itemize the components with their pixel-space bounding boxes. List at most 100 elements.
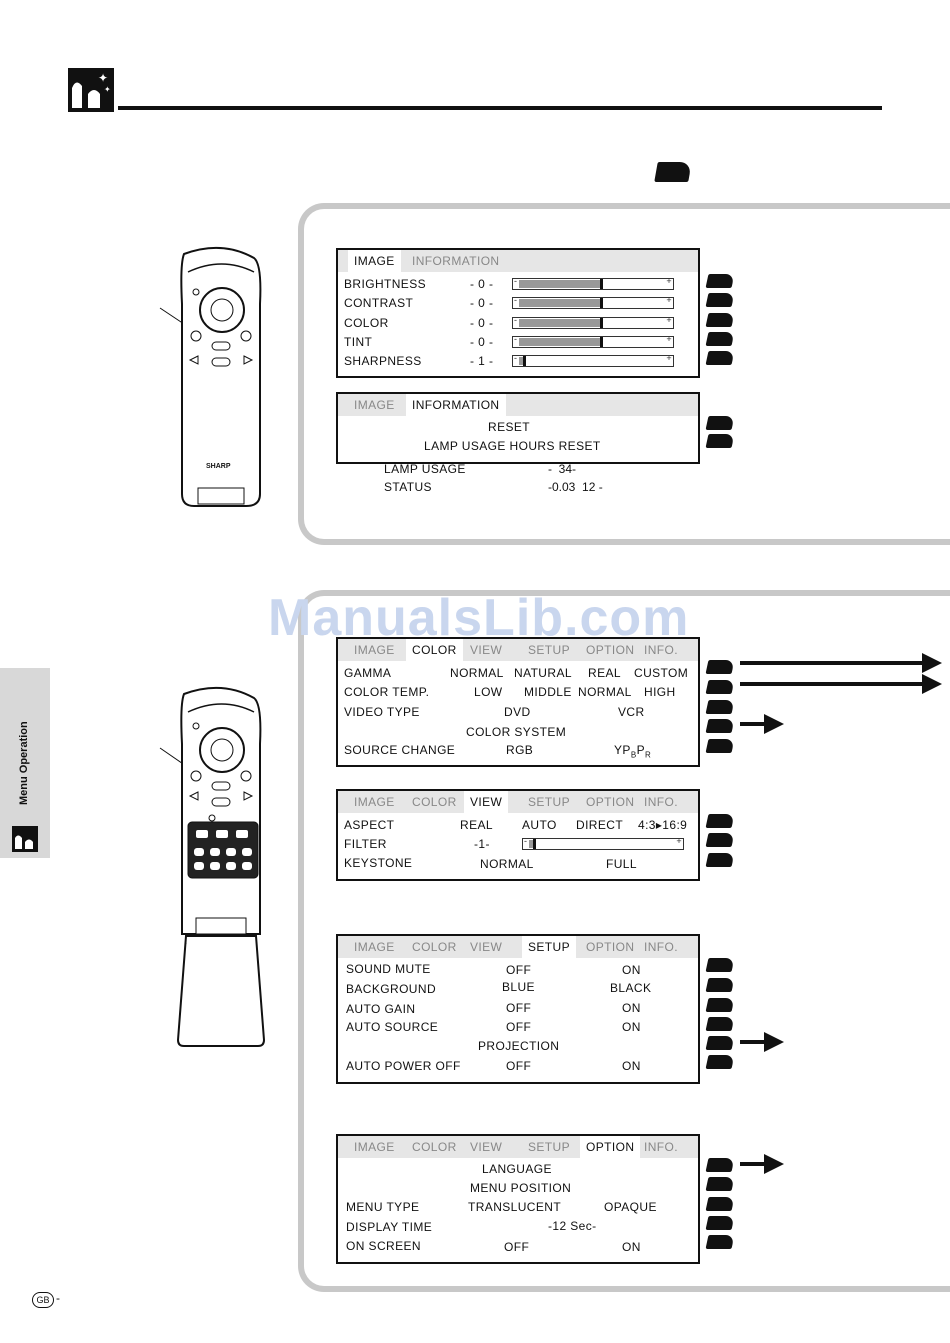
filter-label: FILTER [344, 837, 387, 851]
language-item[interactable]: LANGUAGE [482, 1162, 552, 1176]
step-key-icon [705, 274, 735, 288]
tab-view[interactable]: VIEW [470, 643, 503, 657]
color-temp-option[interactable]: LOW [474, 685, 503, 699]
auto-source-option[interactable]: ON [622, 1020, 641, 1034]
status-value: -0.03 12 - [548, 480, 603, 494]
color-temp-option[interactable]: HIGH [644, 685, 676, 699]
background-option[interactable]: BLUE [502, 980, 535, 994]
osd-tab-bar: IMAGE COLOR VIEW SETUP OPTION INFO. [338, 639, 698, 661]
tint-slider[interactable]: -+ [512, 334, 674, 348]
tab-image[interactable]: IMAGE [354, 795, 395, 809]
aspect-option[interactable]: 4:3▸16:9 [638, 818, 688, 832]
tab-info[interactable]: INFO. [644, 795, 678, 809]
on-screen-option[interactable]: OFF [504, 1240, 530, 1254]
tab-image[interactable]: IMAGE [348, 250, 401, 272]
filter-slider[interactable]: -+ [522, 836, 684, 850]
tab-info[interactable]: INFO. [644, 643, 678, 657]
tab-setup[interactable]: SETUP [522, 936, 577, 958]
tab-view[interactable]: VIEW [470, 940, 503, 954]
menu-position-item[interactable]: MENU POSITION [470, 1181, 572, 1195]
color-menu-osd: IMAGE COLOR VIEW SETUP OPTION INFO. GAMM… [336, 637, 700, 767]
remote-control-open [150, 684, 270, 1050]
sound-mute-option[interactable]: OFF [506, 963, 532, 977]
auto-gain-option[interactable]: OFF [506, 1001, 532, 1015]
tab-image[interactable]: IMAGE [354, 398, 395, 412]
contrast-slider[interactable]: -+ [512, 295, 674, 309]
background-option[interactable]: BLACK [610, 981, 652, 995]
keystone-option[interactable]: FULL [606, 857, 637, 871]
step-key-icon [705, 1197, 735, 1211]
gamma-option[interactable]: NATURAL [514, 666, 572, 680]
arrow-head-icon [922, 674, 942, 694]
tab-color[interactable]: COLOR [412, 795, 457, 809]
gamma-option[interactable]: CUSTOM [634, 666, 689, 680]
tab-view[interactable]: VIEW [470, 1140, 503, 1154]
menu-section-icon: ✦✦ [68, 68, 114, 112]
step-key-icon [705, 313, 735, 327]
color-slider[interactable]: -+ [512, 315, 674, 329]
header-rule [118, 106, 882, 110]
gamma-option[interactable]: REAL [588, 666, 621, 680]
source-change-option[interactable]: YPBPR [614, 743, 652, 760]
step-key-icon [705, 700, 735, 714]
tab-option[interactable]: OPTION [586, 643, 635, 657]
arrow-icon [740, 661, 924, 665]
gamma-option[interactable]: NORMAL [450, 666, 504, 680]
video-type-option[interactable]: VCR [618, 705, 645, 719]
color-temp-option[interactable]: NORMAL [578, 685, 632, 699]
step-key-icon [705, 1017, 735, 1031]
tab-image[interactable]: IMAGE [354, 643, 395, 657]
reset-item[interactable]: RESET [488, 420, 531, 434]
step-key-icon [705, 351, 735, 365]
tab-info[interactable]: INFO. [644, 1140, 678, 1154]
projection-item[interactable]: PROJECTION [478, 1039, 560, 1053]
color-temp-option[interactable]: MIDDLE [524, 685, 572, 699]
sharpness-slider[interactable]: -+ [512, 353, 674, 367]
source-change-option[interactable]: RGB [506, 743, 534, 757]
svg-text:✦: ✦ [98, 71, 108, 85]
step-key-icon [705, 680, 735, 694]
osd-tab-bar: IMAGE COLOR VIEW SETUP OPTION INFO. [338, 791, 698, 813]
auto-power-off-option[interactable]: OFF [506, 1059, 532, 1073]
tab-information[interactable]: INFORMATION [406, 394, 506, 416]
on-screen-option[interactable]: ON [622, 1240, 641, 1254]
display-time-label: DISPLAY TIME [346, 1220, 433, 1234]
tab-color[interactable]: COLOR [412, 1140, 457, 1154]
aspect-option[interactable]: DIRECT [576, 818, 624, 832]
color-system-item[interactable]: COLOR SYSTEM [466, 725, 567, 739]
tab-information[interactable]: INFORMATION [412, 254, 500, 268]
step-key-icon [705, 978, 735, 992]
aspect-option[interactable]: AUTO [522, 818, 557, 832]
menu-type-option[interactable]: TRANSLUCENT [468, 1200, 562, 1214]
keystone-option[interactable]: NORMAL [480, 857, 534, 871]
auto-source-option[interactable]: OFF [506, 1020, 532, 1034]
tab-option[interactable]: OPTION [586, 940, 635, 954]
tab-view[interactable]: VIEW [464, 791, 509, 813]
tab-setup[interactable]: SETUP [528, 795, 571, 809]
tab-setup[interactable]: SETUP [528, 1140, 571, 1154]
tab-color[interactable]: COLOR [406, 639, 463, 661]
step-key-icon [705, 1216, 735, 1230]
svg-text:✦: ✦ [104, 85, 111, 94]
auto-power-off-option[interactable]: ON [622, 1059, 641, 1073]
contrast-label: CONTRAST [344, 296, 414, 310]
tint-value: - 0 - [470, 335, 494, 349]
menu-type-option[interactable]: OPAQUE [604, 1200, 657, 1214]
video-type-option[interactable]: DVD [504, 705, 531, 719]
tab-option[interactable]: OPTION [580, 1136, 641, 1158]
auto-gain-option[interactable]: ON [622, 1001, 641, 1015]
tab-setup[interactable]: SETUP [528, 643, 571, 657]
tab-image[interactable]: IMAGE [354, 940, 395, 954]
tab-info[interactable]: INFO. [644, 940, 678, 954]
status-label: STATUS [384, 480, 432, 494]
contrast-value: - 0 - [470, 296, 494, 310]
sound-mute-option[interactable]: ON [622, 963, 641, 977]
aspect-option[interactable]: REAL [460, 818, 493, 832]
step-key-icon [705, 1177, 735, 1191]
sharpness-label: SHARPNESS [344, 354, 422, 368]
brightness-slider[interactable]: -+ [512, 276, 674, 290]
lamp-reset-item[interactable]: LAMP USAGE HOURS RESET [424, 439, 601, 453]
tab-option[interactable]: OPTION [586, 795, 635, 809]
tab-image[interactable]: IMAGE [354, 1140, 395, 1154]
tab-color[interactable]: COLOR [412, 940, 457, 954]
